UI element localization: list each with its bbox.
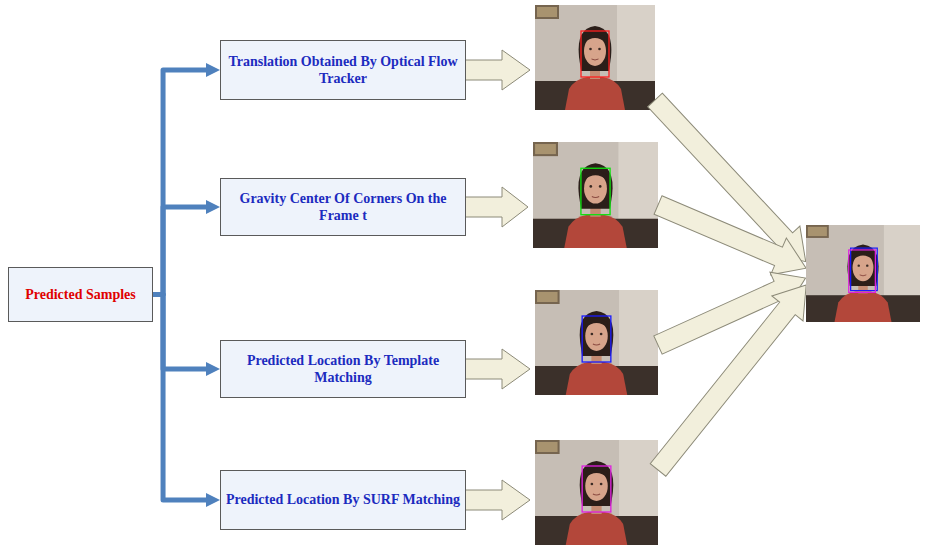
- box-content: Translation Obtained By Optical Flow Tra…: [221, 53, 465, 88]
- block-arrow: [456, 50, 530, 520]
- box-content: Predicted Location By Template Matching: [221, 352, 465, 387]
- box-content: Predicted Location By SURF Matching: [226, 491, 460, 509]
- face-frame: [535, 5, 655, 110]
- face-frame: [535, 290, 658, 395]
- box-label: Gravity Center Of Corners On the Frame t: [221, 190, 465, 225]
- bracket-arrow: [153, 295, 212, 501]
- face-frame: [533, 142, 658, 248]
- box-label: Predicted Location By Template Matching: [221, 352, 465, 387]
- input-box: Predicted Samples: [8, 267, 153, 322]
- box-content: Predicted Samples: [25, 286, 136, 304]
- method-box: Predicted Location By SURF Matching: [220, 470, 466, 530]
- box-label: Predicted Samples: [25, 286, 136, 304]
- bracket-arrow: [153, 207, 212, 295]
- box-label: Predicted Location By SURF Matching: [226, 491, 460, 509]
- bracket-arrow: [153, 70, 212, 295]
- block-arrow: [640, 86, 821, 482]
- face-frame: [535, 440, 658, 545]
- box-content: Gravity Center Of Corners On the Frame t: [221, 190, 465, 225]
- box-label: Translation Obtained By Optical Flow Tra…: [221, 53, 465, 88]
- method-box: Predicted Location By Template Matching: [220, 340, 466, 398]
- face-frame: [806, 225, 920, 322]
- method-box: Gravity Center Of Corners On the Frame t: [220, 178, 466, 236]
- method-box: Translation Obtained By Optical Flow Tra…: [220, 40, 466, 100]
